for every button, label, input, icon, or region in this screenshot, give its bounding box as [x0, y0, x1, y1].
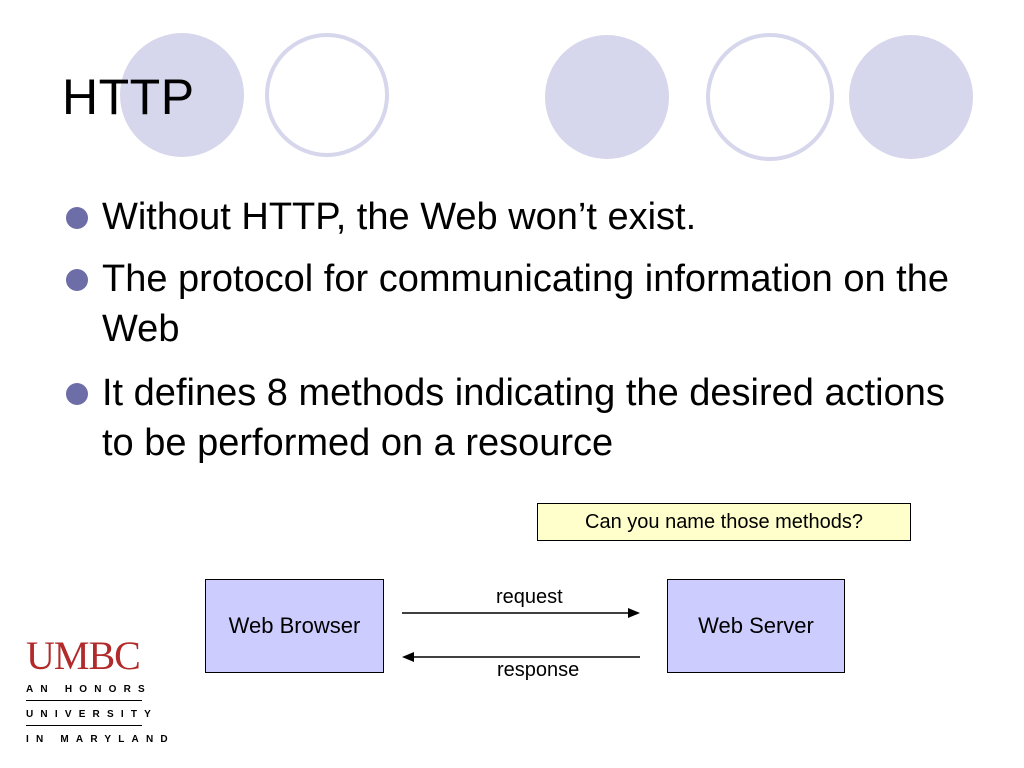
callout-box: Can you name those methods? [537, 503, 911, 541]
bullet-icon [66, 269, 88, 291]
response-label: response [497, 659, 580, 681]
web-server-box: Web Server [667, 579, 845, 673]
bullet-item: It defines 8 methods indicating the desi… [62, 368, 962, 468]
bullet-list: Without HTTP, the Web won’t exist. The p… [62, 192, 962, 482]
decorative-circle-outlined [706, 33, 834, 161]
decorative-circle-outlined [265, 33, 389, 157]
bullet-icon [66, 383, 88, 405]
bullet-icon [66, 207, 88, 229]
web-browser-box: Web Browser [205, 579, 384, 673]
decorative-circle-filled [545, 35, 669, 159]
web-server-label: Web Server [698, 613, 814, 638]
bullet-text: The protocol for communicating informati… [102, 258, 949, 350]
logo-tagline-3: IN MARYLAND [26, 734, 175, 745]
logo-tagline-2: UNIVERSITY [26, 709, 159, 720]
slide-title: HTTP [62, 69, 195, 125]
bullet-item: The protocol for communicating informati… [62, 254, 962, 354]
request-label: request [496, 586, 563, 608]
decorative-circle-filled [849, 35, 973, 159]
logo-tagline-1: AN HONORS [26, 684, 152, 695]
bullet-item: Without HTTP, the Web won’t exist. [62, 192, 962, 242]
logo-divider [26, 725, 142, 726]
response-arrow [402, 652, 640, 662]
web-browser-label: Web Browser [228, 613, 361, 638]
bullet-text: Without HTTP, the Web won’t exist. [102, 196, 697, 238]
logo-divider [26, 700, 142, 701]
logo-wordmark: UMBC [26, 633, 141, 678]
umbc-logo: UMBC AN HONORS UNIVERSITY IN MARYLAND [26, 636, 175, 746]
bullet-text: It defines 8 methods indicating the desi… [102, 372, 945, 464]
decorative-circle-filled [120, 33, 244, 157]
request-arrow [402, 608, 640, 618]
